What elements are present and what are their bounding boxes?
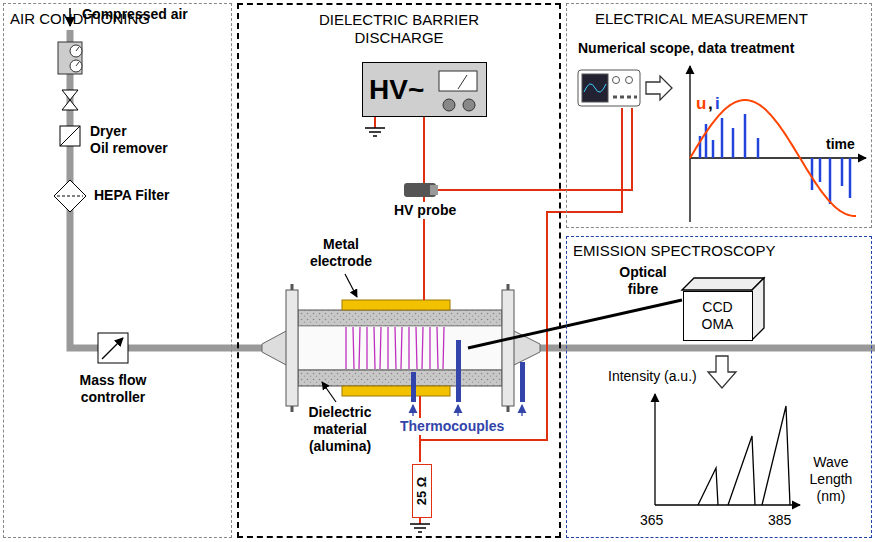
axis-label: Wave Length (nm) [800, 454, 862, 504]
component-label: HV probe [392, 202, 458, 219]
node-label: HV~ [369, 73, 424, 107]
signal-name: , [708, 94, 713, 114]
spectrum-peaks [698, 406, 790, 505]
component-label: Dryer [90, 123, 127, 140]
panel-title: DIELECTRIC BARRIER DISCHARGE [289, 11, 509, 47]
panel: AIR CONDITIONING [3, 3, 232, 538]
voltage-curve [690, 100, 856, 216]
axis-label: Intensity (a.u.) [608, 368, 697, 385]
ccd-box-faces [682, 278, 764, 340]
node-label: 25 Ω [414, 477, 430, 506]
component-label: Optical fibre [610, 264, 676, 298]
panel-title: ELECTRICAL MEASUREMENT [595, 10, 865, 28]
component-label: Dielectric material (alumina) [294, 404, 386, 454]
component-label: Oil remover [90, 140, 168, 157]
leader-line [345, 274, 357, 297]
component-label: Compressed air [82, 6, 188, 23]
hv-probe-symbol [404, 183, 438, 197]
leader-line [413, 405, 522, 416]
panel: ELECTRICAL MEASUREMENT [566, 3, 872, 228]
hv-wire [375, 108, 632, 524]
spectrometer-box: CCD OMA [683, 291, 753, 341]
gas-pipe [540, 345, 875, 352]
valve [62, 90, 78, 110]
axis-tick: 365 [640, 512, 663, 529]
pressure-regulator [58, 42, 82, 74]
signal-name: i [715, 94, 720, 114]
signal-name: u [696, 94, 706, 114]
axis-label: time [826, 136, 855, 153]
axis [689, 66, 690, 222]
current-spikes [700, 114, 850, 204]
result-arrow [646, 76, 672, 100]
scope-icon [578, 70, 640, 106]
flow-controller-symbol [98, 333, 128, 363]
node-label: CCD OMA [688, 299, 748, 333]
filter-symbol [54, 180, 86, 212]
dryer-symbol [60, 126, 80, 146]
axis [654, 394, 655, 505]
component-label: HEPA Filter [94, 187, 169, 204]
thermocouple [411, 340, 525, 402]
dbd-reactor [262, 284, 540, 412]
axis [690, 157, 866, 158]
component-label: Mass flow controller [63, 372, 163, 406]
component-label: Numerical scope, data treatment [578, 40, 794, 57]
component-label: Metal electrode [296, 236, 386, 270]
component-label: Thermocouples [398, 418, 506, 435]
axis-tick: 385 [768, 512, 791, 529]
result-arrow [708, 356, 736, 388]
panel-title: EMISSION SPECTROSCOPY [573, 242, 863, 260]
leader-line [322, 382, 336, 402]
resistor-symbol: 25 Ω [412, 464, 432, 518]
optical-fibre [468, 300, 682, 348]
power-supply-box: HV~ [362, 62, 487, 117]
panel: DIELECTRIC BARRIER DISCHARGE HV~ 25 Ω [237, 3, 561, 538]
